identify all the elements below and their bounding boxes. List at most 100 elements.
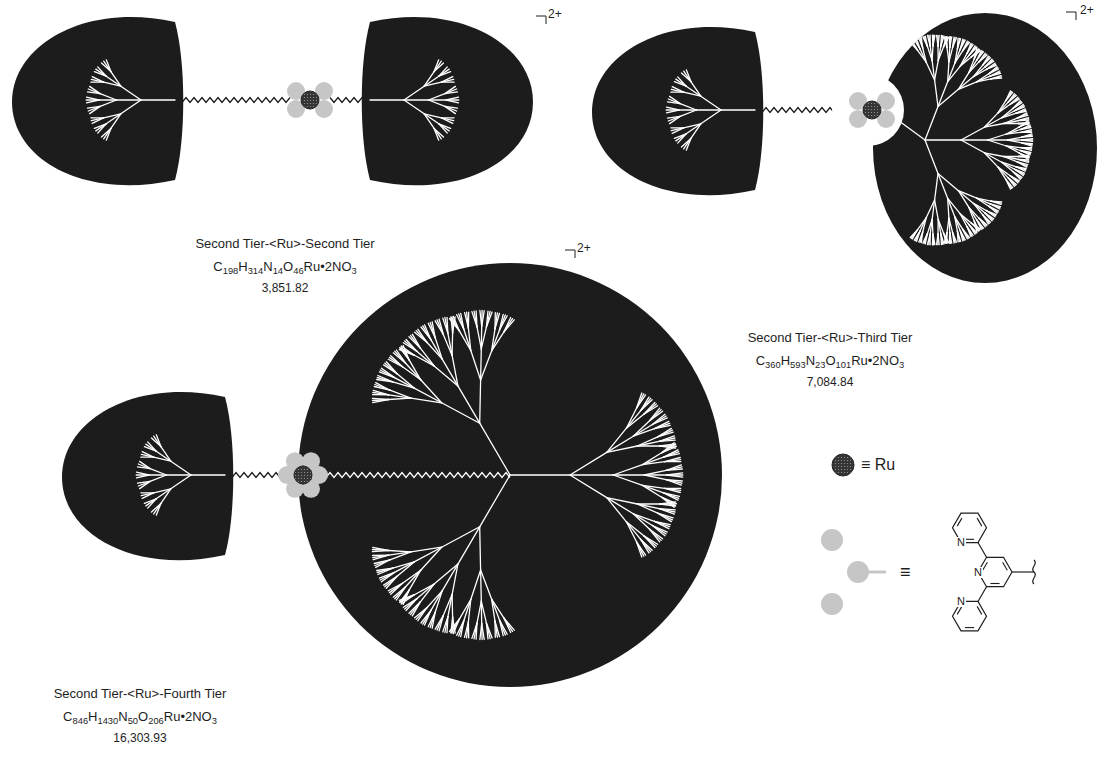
dendron-branch — [953, 38, 957, 48]
dendron-branch — [655, 425, 671, 428]
dendron-branch — [492, 332, 504, 351]
dendron-branch — [984, 124, 1003, 128]
dendron-branch — [928, 220, 933, 234]
dendron-branch — [960, 214, 967, 227]
dendron-branch — [944, 37, 947, 48]
dendron-branch — [955, 217, 958, 231]
dendron-branch — [137, 472, 149, 475]
dendron-branch — [928, 36, 931, 47]
dendron-branch — [446, 317, 448, 333]
dendron-branch — [474, 311, 477, 327]
dendron-branch — [1007, 137, 1021, 140]
dendron-branch — [932, 234, 934, 245]
dendron-branch — [990, 72, 1000, 76]
dendron-branch — [482, 311, 485, 327]
dendron-branch — [937, 234, 938, 245]
dendron-branch — [570, 475, 607, 498]
dendron-branch — [1022, 136, 1033, 138]
dendron-branch — [468, 312, 470, 328]
dendron-branch — [480, 624, 482, 640]
dendron-branch — [142, 493, 153, 499]
atom-label: N — [956, 537, 966, 548]
legend-swatch — [821, 593, 843, 615]
dendron-branch — [1022, 140, 1033, 141]
dendron-branch — [637, 542, 642, 557]
dendron-branch — [660, 504, 676, 506]
dendron-branch — [445, 89, 457, 94]
dendron-branch — [442, 527, 480, 547]
dendron-branch — [938, 47, 943, 61]
compound-name: Second Tier-<Ru>-Third Tier — [748, 330, 913, 346]
dendron-branch — [510, 474, 570, 475]
dendron-branch — [480, 423, 510, 475]
dendron-branch — [991, 77, 1002, 79]
dendron-branch — [140, 461, 151, 468]
dendron-branch — [397, 374, 414, 388]
dendron-branch — [481, 327, 486, 349]
dendron-branch — [445, 92, 458, 94]
dendron-branch — [434, 564, 458, 584]
dendron-branches — [666, 70, 755, 150]
dendron-branch — [684, 124, 701, 128]
dendron-branch — [933, 35, 935, 46]
dendron-branch — [374, 560, 390, 564]
dendron-branch — [957, 231, 960, 241]
dendron-branch — [991, 76, 1001, 79]
dendron-branch — [678, 77, 687, 86]
dendron-branch — [1006, 146, 1019, 153]
dendron-branch — [171, 461, 191, 475]
dendron-branch — [451, 617, 453, 633]
dendron-branch — [495, 313, 500, 329]
dendron-branch — [448, 595, 452, 617]
dendron-branch — [925, 140, 938, 174]
dendron-branch — [148, 442, 157, 451]
dendron-branch — [932, 234, 934, 245]
double-bond — [957, 606, 962, 614]
dendron-branch — [658, 430, 673, 437]
dendron-branch — [1018, 119, 1029, 121]
dendron-branch — [90, 86, 101, 93]
dendron-branch — [953, 232, 957, 242]
dendron-branch — [911, 230, 917, 239]
dendron-branch — [929, 35, 930, 46]
dendron-branch — [1022, 134, 1032, 137]
dendron-branch — [988, 134, 1007, 140]
dendron-body — [12, 17, 183, 185]
double-bond — [1003, 562, 1008, 570]
dendron-branch — [137, 475, 149, 478]
dendron-branch — [443, 595, 452, 616]
dendron-branch — [658, 513, 672, 521]
dendron-branch — [637, 437, 657, 446]
dendron-branch — [659, 509, 674, 514]
dendron-branch — [1021, 132, 1032, 133]
charge-bracket — [565, 250, 575, 258]
dendron-branch — [404, 100, 424, 114]
dendron-branch — [480, 475, 510, 527]
ring-bond — [978, 587, 987, 602]
dendron-branch — [1016, 110, 1026, 113]
dendron-branch — [665, 460, 681, 462]
dendron-branch — [1004, 118, 1018, 123]
dendron-branch — [701, 110, 721, 124]
dendron-branch — [411, 547, 442, 552]
dendron-branch — [121, 86, 141, 100]
dendron-branch — [686, 86, 701, 96]
dendron-branch — [960, 230, 965, 240]
dendron-branch — [947, 218, 949, 232]
charge-label: 2+ — [548, 7, 562, 22]
dendron-branch — [928, 234, 931, 245]
dendron-branch — [607, 498, 627, 522]
dendron-branch — [919, 38, 923, 48]
dendron-branch — [682, 138, 691, 147]
dendron-branch — [171, 475, 191, 489]
dendron-branch — [421, 380, 442, 403]
dendron-branch — [442, 564, 458, 591]
dendron-branch — [475, 311, 477, 327]
charge-bracket — [1066, 12, 1076, 20]
dendron-branch — [957, 231, 959, 242]
charge-label: 2+ — [577, 241, 591, 256]
legend-swatch — [847, 561, 869, 583]
dendron-branch — [389, 552, 411, 555]
dendron-branch — [435, 338, 442, 359]
ruthenium-center — [301, 91, 319, 109]
